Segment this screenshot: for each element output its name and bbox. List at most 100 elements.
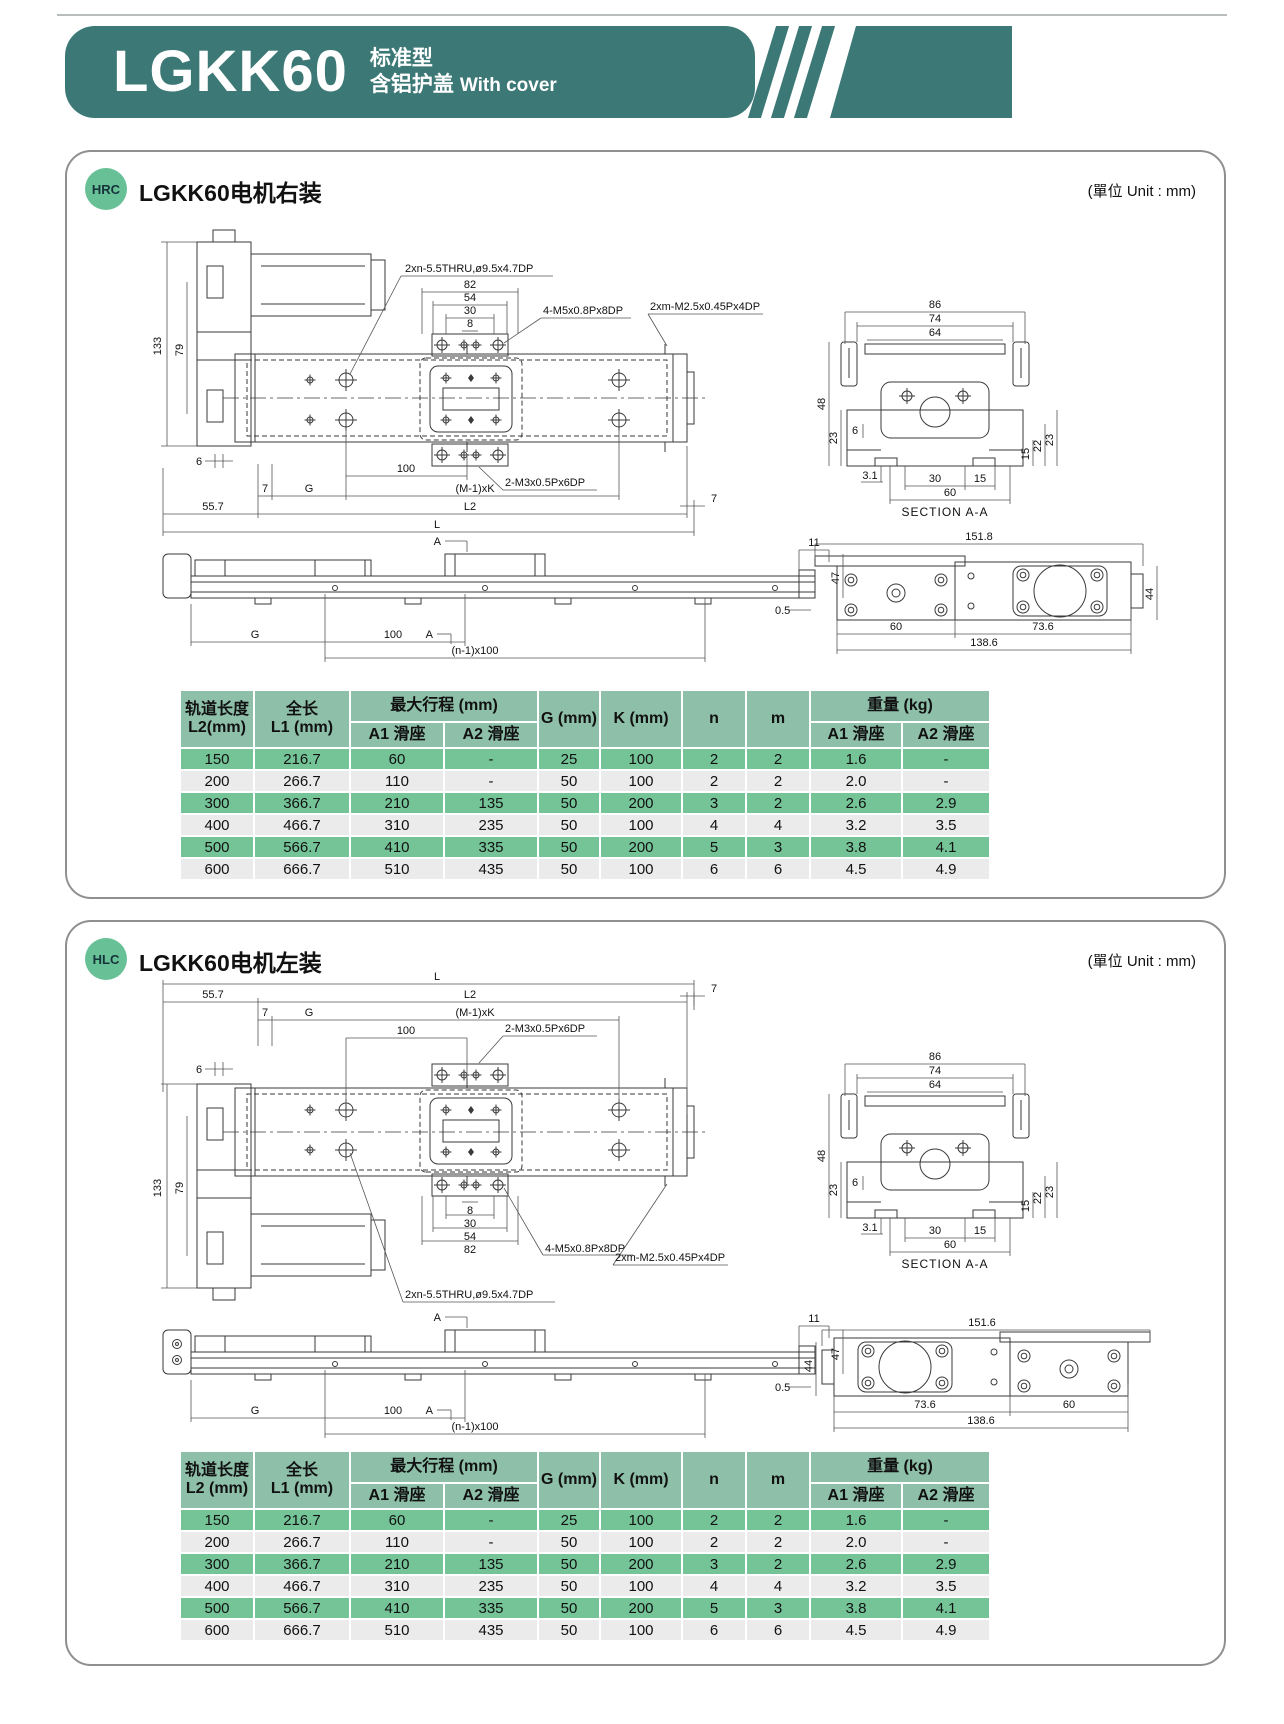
- table-cell: 25: [537, 1508, 601, 1532]
- table-cell: 150: [179, 1508, 255, 1532]
- dim-l2: L2: [464, 989, 476, 1001]
- sec-60: 60: [944, 487, 956, 499]
- table-cell: 200: [599, 1552, 683, 1576]
- dim-8: 8: [467, 318, 473, 330]
- table-cell: 335: [443, 1596, 539, 1620]
- table-cell: 100: [599, 769, 683, 793]
- table-cell: 366.7: [253, 791, 351, 815]
- table-cell: 366.7: [253, 1552, 351, 1576]
- dim-05: 0.5: [775, 605, 790, 617]
- sec-15r: 15: [1020, 448, 1032, 460]
- end-h: 44: [1144, 588, 1156, 600]
- table-cell: 2.6: [809, 1552, 903, 1576]
- dim-79: 79: [174, 1182, 186, 1194]
- table-cell: 50: [537, 1530, 601, 1554]
- table-cell: 100: [599, 857, 683, 881]
- col-l1: L1 (mm): [270, 719, 334, 736]
- table-cell: 135: [443, 1552, 539, 1576]
- table-cell: 466.7: [253, 813, 351, 837]
- dim-54: 54: [464, 292, 476, 304]
- section-label: SECTION A-A: [901, 505, 988, 519]
- table-cell: 110: [349, 769, 445, 793]
- table-cell: 50: [537, 1574, 601, 1598]
- table-cell: 666.7: [253, 857, 351, 881]
- table-cell: 210: [349, 1552, 445, 1576]
- table-cell: 266.7: [253, 1530, 351, 1554]
- sec-30: 30: [929, 1225, 941, 1237]
- table-cell: -: [901, 747, 991, 771]
- dim-30: 30: [464, 1218, 476, 1230]
- sec-31: 3.1: [862, 1222, 877, 1234]
- col-weight: 重量 (kg): [809, 689, 991, 723]
- end-right: 60: [1063, 1399, 1075, 1411]
- table-cell: 235: [443, 813, 539, 837]
- side-dim-n100: (n-1)x100: [451, 1421, 498, 1433]
- table-cell: 5: [681, 835, 747, 859]
- callout-m25: 2xm-M2.5x0.45Px4DP: [650, 301, 760, 313]
- dim-557: 55.7: [202, 989, 223, 1001]
- subtitle-line1: 标准型: [369, 46, 433, 70]
- sec-15b: 15: [974, 1225, 986, 1237]
- table-cell: 6: [745, 857, 811, 881]
- table-cell: 60: [349, 747, 445, 771]
- section-view: [841, 342, 1029, 466]
- table-cell: 3.8: [809, 1596, 903, 1620]
- sec-86: 86: [929, 299, 941, 311]
- table-cell: 500: [179, 835, 255, 859]
- table-cell: 100: [599, 813, 683, 837]
- table-cell: 135: [443, 791, 539, 815]
- end-view: [815, 556, 1143, 620]
- sec-23r: 23: [1044, 434, 1056, 446]
- col-stroke-a2: A2 滑座: [443, 1482, 539, 1510]
- table-cell: 510: [349, 1618, 445, 1642]
- table-cell: 310: [349, 1574, 445, 1598]
- unit-note: (單位 Unit : mm): [1087, 953, 1196, 970]
- hlc-technical-drawing: L 55.7 L2 7 7 G (M-1)xK 100 2-M3x0.5Px6D…: [152, 971, 1215, 1438]
- side-a-marker-2: A: [426, 1405, 434, 1417]
- table-cell: 3: [745, 835, 811, 859]
- table-cell: 4: [681, 1574, 747, 1598]
- table-cell: 2: [745, 769, 811, 793]
- table-cell: -: [901, 769, 991, 793]
- dim-g: G: [305, 483, 314, 495]
- sec-64: 64: [929, 1079, 941, 1091]
- table-cell: 5: [681, 1596, 747, 1620]
- col-n: n: [681, 1450, 747, 1510]
- table-cell: 2: [745, 747, 811, 771]
- table-cell: 4: [745, 1574, 811, 1598]
- dim-7-right: 7: [711, 983, 717, 995]
- panel-title-hrc: LGKK60电机右装: [139, 180, 322, 206]
- table-cell: 200: [599, 835, 683, 859]
- table-cell: 3.5: [901, 1574, 991, 1598]
- table-cell: 4.9: [901, 857, 991, 881]
- dim-8: 8: [467, 1205, 473, 1217]
- table-cell: 435: [443, 1618, 539, 1642]
- col-track-length-cn: 轨道长度: [184, 700, 249, 718]
- dim-557: 55.7: [202, 501, 223, 513]
- table-cell: 266.7: [253, 769, 351, 793]
- table-cell: 3.5: [901, 813, 991, 837]
- table-cell: 2.0: [809, 1530, 903, 1554]
- col-stroke-a1: A1 滑座: [349, 721, 445, 749]
- dim-l: L: [434, 519, 440, 531]
- side-dim-n100: (n-1)x100: [451, 645, 498, 657]
- table-cell: 2.6: [809, 791, 903, 815]
- panel-title-hlc: LGKK60电机左装: [139, 950, 322, 976]
- table-cell: 500: [179, 1596, 255, 1620]
- table-cell: 3.2: [809, 1574, 903, 1598]
- table-cell: -: [901, 1508, 991, 1532]
- dim-mk: (M-1)xK: [455, 1007, 495, 1019]
- table-cell: 1.6: [809, 1508, 903, 1532]
- table-cell: -: [901, 1530, 991, 1554]
- col-weight-a2: A2 滑座: [901, 1482, 991, 1510]
